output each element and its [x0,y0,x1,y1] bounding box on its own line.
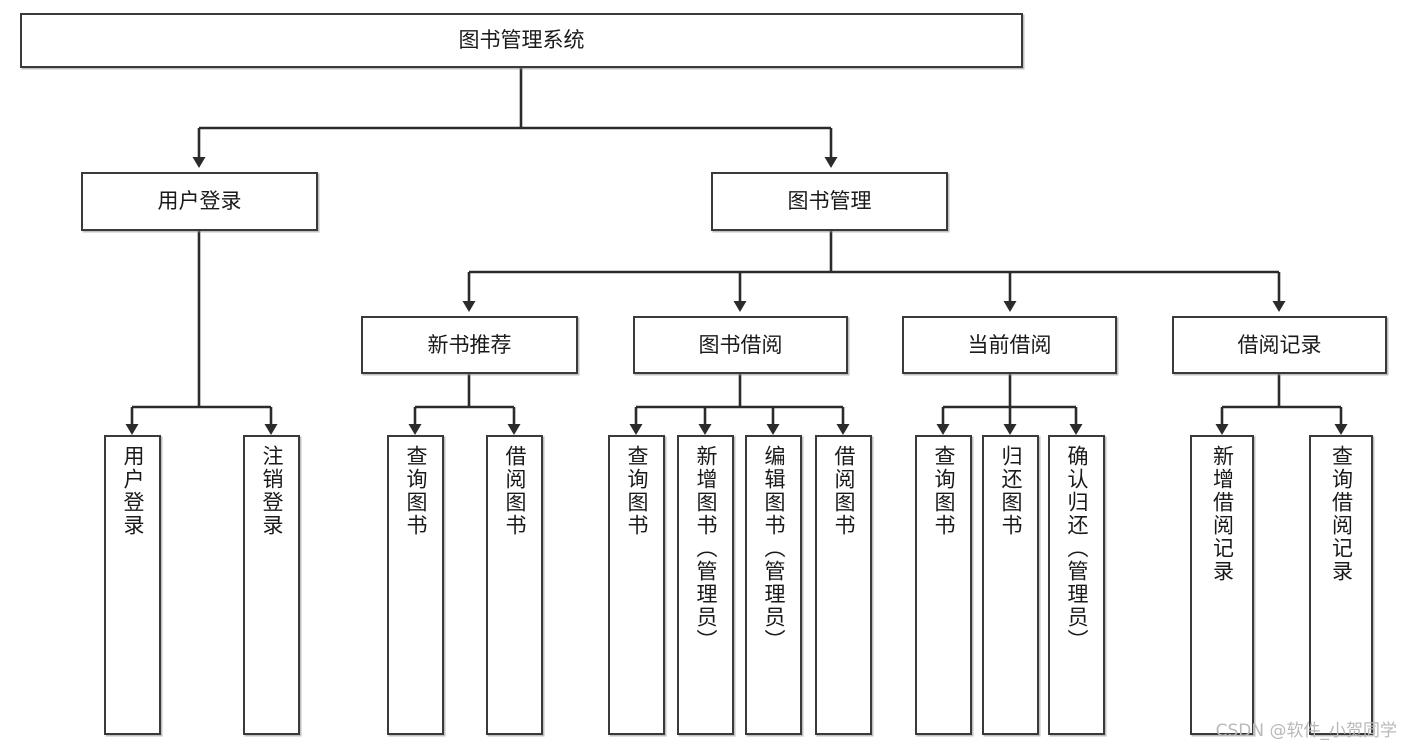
node-root-label: 图书管理系统 [458,28,585,53]
node-leaf-borrow-add-book-label: 新增图书（管理员） [694,445,718,652]
node-borrow-record-label: 借阅记录 [1237,332,1322,357]
node-leaf-logout-label: 注销登录 [260,445,284,537]
node-leaf-user-login[interactable]: 用户登录 [104,435,161,735]
node-book-borrow-label: 图书借阅 [698,332,783,357]
node-current-borrow[interactable]: 当前借阅 [902,316,1117,374]
node-leaf-rec-query-record-label: 查询借阅记录 [1329,445,1354,583]
node-borrow-record[interactable]: 借阅记录 [1172,316,1387,374]
node-user-login-label: 用户登录 [157,189,242,214]
node-book-borrow[interactable]: 图书借阅 [633,316,848,374]
node-current-borrow-label: 当前借阅 [967,332,1052,357]
node-leaf-rec-add-record-label: 新增借阅记录 [1210,445,1235,583]
node-leaf-rec-borrow-book[interactable]: 借阅图书 [486,435,543,735]
node-root[interactable]: 图书管理系统 [20,13,1023,68]
node-book-manage-label: 图书管理 [787,189,872,214]
node-leaf-cur-return-book[interactable]: 归还图书 [982,435,1039,735]
node-leaf-borrow-query-book-label: 查询图书 [625,445,649,537]
node-leaf-borrow-borrow-book[interactable]: 借阅图书 [815,435,872,735]
node-leaf-cur-query-book-label: 查询图书 [932,445,956,537]
node-leaf-borrow-edit-book[interactable]: 编辑图书（管理员） [745,435,802,735]
node-leaf-borrow-edit-book-label: 编辑图书（管理员） [762,445,786,652]
node-new-book-rec[interactable]: 新书推荐 [361,316,578,374]
node-leaf-borrow-query-book[interactable]: 查询图书 [608,435,665,735]
node-book-manage[interactable]: 图书管理 [711,172,948,231]
node-leaf-borrow-add-book[interactable]: 新增图书（管理员） [677,435,734,735]
node-new-book-rec-label: 新书推荐 [427,332,512,357]
node-leaf-cur-return-book-label: 归还图书 [999,445,1023,537]
node-leaf-rec-query-book-label: 查询图书 [404,445,428,537]
node-leaf-rec-borrow-book-label: 借阅图书 [503,445,527,537]
node-leaf-rec-query-record[interactable]: 查询借阅记录 [1309,435,1373,735]
node-leaf-cur-confirm-return-label: 确认归还（管理员） [1065,445,1089,652]
node-leaf-cur-confirm-return[interactable]: 确认归还（管理员） [1048,435,1105,735]
node-user-login[interactable]: 用户登录 [81,172,318,231]
node-leaf-rec-add-record[interactable]: 新增借阅记录 [1190,435,1254,735]
node-leaf-logout[interactable]: 注销登录 [243,435,300,735]
node-leaf-cur-query-book[interactable]: 查询图书 [915,435,972,735]
node-leaf-user-login-label: 用户登录 [121,445,145,537]
node-leaf-rec-query-book[interactable]: 查询图书 [387,435,444,735]
watermark-text: CSDN @软件_小贺同学 [1215,721,1397,741]
node-leaf-borrow-borrow-book-label: 借阅图书 [832,445,856,537]
